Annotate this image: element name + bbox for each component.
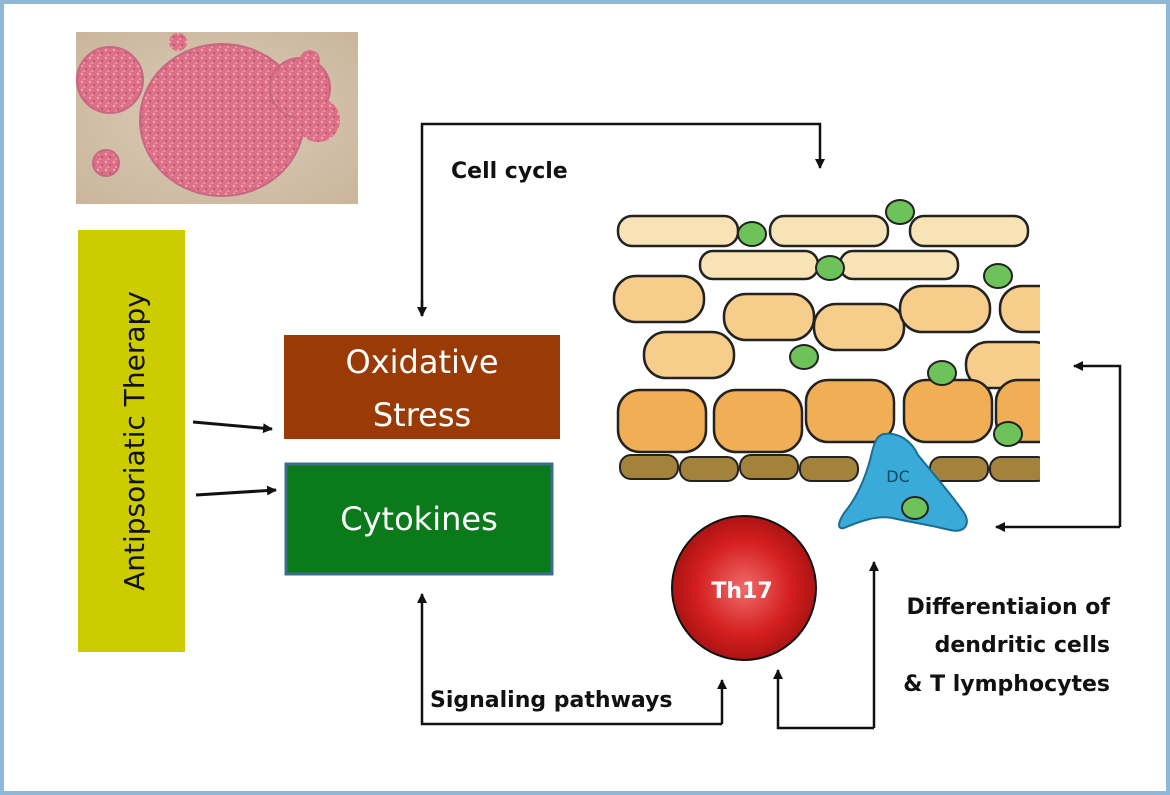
therapy-bar: Antipsoriatic Therapy (78, 230, 185, 652)
right-loop-arrow-top (1073, 361, 1122, 527)
signaling-label: Signaling pathways (430, 688, 673, 713)
cell-cycle-label: Cell cycle (451, 159, 568, 184)
psoriasis-photo (76, 32, 358, 204)
differentiation-line1: Differentiaion of (906, 595, 1110, 620)
therapy-label: Antipsoriatic Therapy (118, 291, 151, 591)
cytokines-label: Cytokines (340, 500, 497, 538)
differentiation-line2: dendritic cells (935, 633, 1110, 658)
dc-label: DC (886, 467, 910, 486)
th17-cell: Th17 (671, 515, 817, 661)
signaling-arrow-to-cytokines (417, 593, 722, 726)
oxidative-stress-line2: Stress (373, 396, 471, 434)
cytokines-box: Cytokines (284, 462, 554, 576)
oxidative-stress-line1: Oxidative (346, 343, 499, 381)
differentiation-arrow-to-th17 (773, 669, 874, 730)
therapy-to-oxidative-arrow (192, 420, 273, 434)
green-cells (737, 199, 1023, 447)
th17-label: Th17 (711, 579, 772, 604)
oxidative-stress-box: Oxidative Stress (284, 335, 560, 439)
skin-layers: DC (612, 199, 1040, 532)
differentiation-line3: & T lymphocytes (903, 672, 1110, 697)
therapy-to-cytokines-arrow (195, 485, 277, 497)
cell-cycle-arrow (420, 122, 825, 316)
dendritic-cell: DC (838, 432, 968, 532)
